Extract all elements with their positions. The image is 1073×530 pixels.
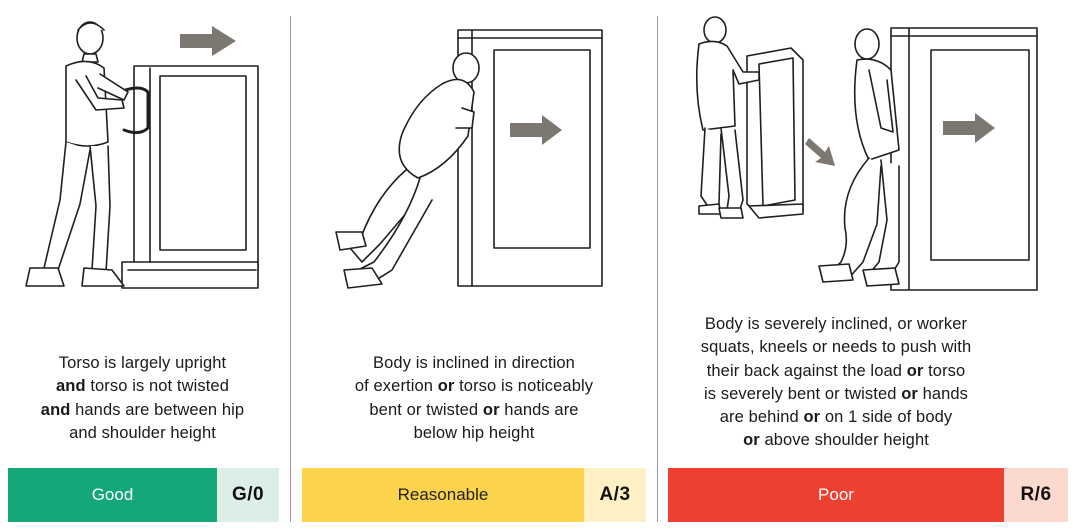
illustration-pushing-upright [25, 21, 259, 289]
description-reasonable: Body is inclined in direction of exertio… [296, 352, 652, 445]
description-line: Torso is largely upright [58, 354, 227, 372]
illustration-pushing-inclined [335, 29, 603, 289]
direction-arrow-icon [510, 115, 562, 145]
rating-label: Reasonable [302, 468, 584, 522]
description-poor: Body is severely inclined, or worker squ… [663, 313, 1009, 453]
pull-direction-arrow-icon [805, 138, 835, 166]
cart-icon [121, 65, 259, 289]
description-line: Body is inclined in direction [373, 354, 575, 372]
description-line: of exertion or torso is noticeably [354, 377, 594, 396]
panel-good: Torso is largely upright and torso is no… [0, 0, 285, 530]
panel-divider [657, 16, 658, 522]
description-line: Body is severely inclined, or worker [704, 315, 968, 333]
rating-code: A/3 [584, 468, 646, 522]
cabinet-icon [890, 27, 1038, 291]
description-line: or above shoulder height [743, 431, 929, 450]
description-line: and shoulder height [69, 423, 216, 442]
description-line: is severely bent or twisted or hands [703, 384, 969, 403]
rating-bar-good: Good G/0 [8, 468, 279, 522]
direction-arrow-icon [180, 26, 236, 56]
description-line: and torso is not twisted [56, 377, 229, 396]
rating-code: G/0 [217, 468, 279, 522]
rating-label: Poor [668, 468, 1004, 522]
rating-bar-reasonable: Reasonable A/3 [302, 468, 646, 522]
description-line: bent or twisted or hands are [369, 400, 579, 419]
description-line: are behind or on 1 side of body [719, 408, 953, 427]
direction-arrow-icon [943, 113, 995, 143]
worker-side-push-figure [695, 16, 760, 219]
worker-back-push-figure [818, 28, 900, 287]
cabinet-icon [746, 47, 804, 219]
description-line: below hip height [413, 423, 535, 442]
rating-bar-poor: Poor R/6 [668, 468, 1068, 522]
panel-poor: Body is severely inclined, or worker squ… [663, 0, 1073, 530]
worker-inclined-figure [335, 52, 480, 289]
description-good: Torso is largely upright and torso is no… [0, 352, 285, 445]
description-line: their back against the load or torso [706, 361, 966, 380]
rating-code: R/6 [1004, 468, 1068, 522]
rating-label: Good [8, 468, 217, 522]
description-line: squats, kneels or needs to push with [700, 338, 972, 357]
panel-reasonable: Body is inclined in direction of exertio… [296, 0, 652, 530]
illustration-pushing-poor-postures [695, 16, 1038, 291]
cabinet-icon [457, 29, 603, 287]
description-line: and hands are between hip [40, 400, 245, 419]
worker-upright-figure [25, 21, 129, 287]
panel-divider [290, 16, 291, 522]
